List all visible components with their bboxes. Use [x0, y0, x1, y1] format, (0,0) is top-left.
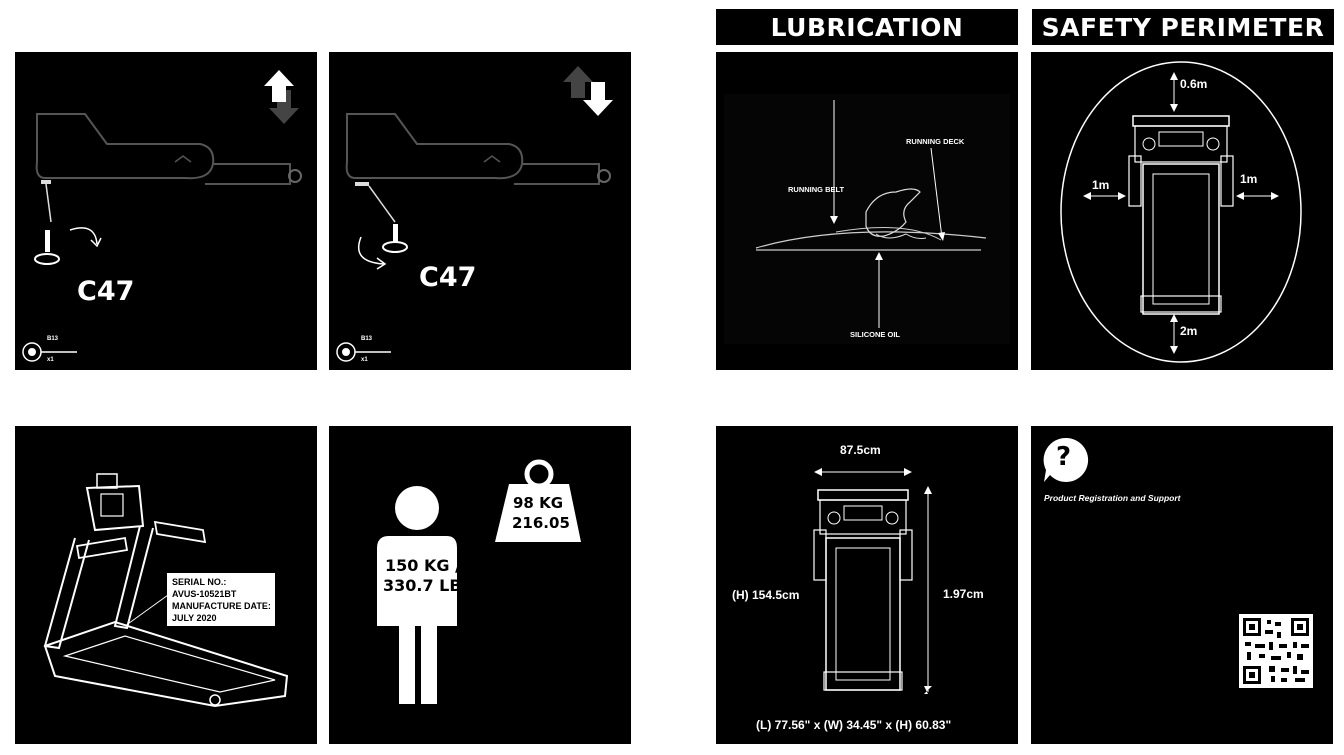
manufacture-date-value: JULY 2020 — [172, 613, 217, 623]
panel-weight: 150 KG / 330.7 LB 98 KG 216.05 — [329, 426, 631, 744]
silicone-oil-label: SILICONE OIL — [850, 330, 901, 339]
question-bubble-icon — [1043, 437, 1089, 482]
question-mark: ? — [1056, 442, 1072, 472]
dimensions-summary: (L) 77.56" x (W) 34.45" x (H) 60.83" — [756, 718, 952, 732]
product-weight-kg: 98 KG — [513, 494, 564, 512]
width-dimension: 87.5cm — [840, 443, 881, 457]
tool-label: B13 — [47, 336, 59, 342]
serial-number-label: SERIAL NO.: — [172, 577, 227, 587]
lubrication-illustration — [724, 94, 1010, 344]
panel-foot-adjust-up: C47 B13 x1 — [15, 52, 317, 370]
dimensions-illustration — [813, 468, 932, 694]
panel-safety-perimeter: 0.6m 1m 1m 2m — [1031, 52, 1333, 370]
arrow-down-icon — [269, 90, 299, 124]
part-label: C47 — [419, 262, 477, 293]
lubrication-title: LUBRICATION — [716, 9, 1018, 45]
treadmill-illustration — [43, 473, 289, 708]
arrow-down-icon — [583, 82, 613, 116]
user-weight-illustration — [377, 459, 581, 704]
length-dimension: 1.97cm — [943, 587, 984, 601]
weight-icon — [495, 484, 581, 542]
height-dimension: (H) 154.5cm — [732, 588, 800, 602]
person-icon — [395, 486, 439, 530]
foot-adjust-illustration — [22, 70, 302, 362]
clearance-front: 0.6m — [1180, 77, 1208, 91]
running-deck-label: RUNNING DECK — [906, 137, 965, 146]
safety-perimeter-illustration — [1060, 61, 1302, 363]
max-user-weight-lb: 330.7 LB — [383, 576, 462, 595]
running-belt-label: RUNNING BELT — [788, 185, 845, 194]
tool-label: B13 — [361, 336, 373, 342]
part-label: C47 — [77, 276, 135, 307]
max-user-weight-kg: 150 KG / — [385, 556, 461, 575]
clearance-right: 1m — [1240, 172, 1258, 186]
tool-qty: x1 — [361, 357, 368, 363]
safety-perimeter-title: SAFETY PERIMETER — [1032, 9, 1334, 45]
serial-label-box: SERIAL NO.: AVUS-10521BT MANUFACTURE DAT… — [167, 573, 275, 626]
tool-qty: x1 — [47, 357, 54, 363]
qr-code-icon — [1239, 614, 1313, 688]
product-weight-lb: 216.05 — [512, 514, 570, 532]
arrow-up-icon — [563, 66, 593, 98]
support-illustration — [1043, 437, 1313, 688]
panel-support: ? Product Registration and Support — [1031, 426, 1333, 744]
panel-lubrication: RUNNING DECK RUNNING BELT SILICONE OIL — [716, 52, 1018, 370]
support-text: Product Registration and Support — [1044, 493, 1181, 503]
foot-adjust-illustration-2 — [336, 66, 613, 362]
manufacture-date-label: MANUFACTURE DATE: — [172, 601, 271, 611]
clearance-back: 2m — [1180, 324, 1198, 338]
serial-number-value: AVUS-10521BT — [172, 589, 237, 599]
panel-dimensions: 87.5cm (H) 154.5cm 1.97cm (L) 77.56" x (… — [716, 426, 1018, 744]
panel-foot-adjust-down: C47 B13 x1 — [329, 52, 631, 370]
clearance-left: 1m — [1092, 178, 1110, 192]
arrow-up-icon — [264, 70, 294, 102]
